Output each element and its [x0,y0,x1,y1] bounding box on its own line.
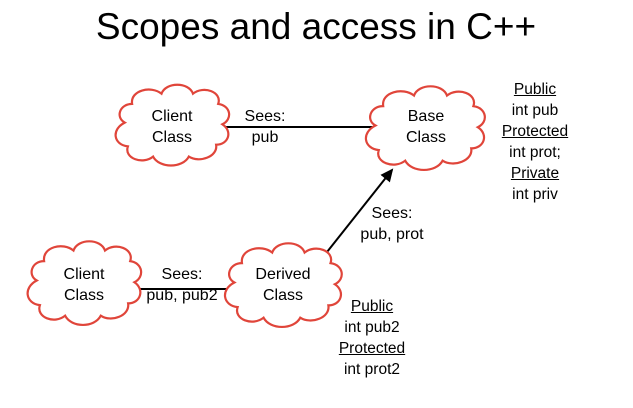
base-public-heading: Public [513,81,557,98]
derived-protected-heading: Protected [338,340,406,357]
node-base-line2: Class [405,129,447,146]
edge-client-top-base-line2: pub [251,129,279,146]
edge-client-top-base-line1: Sees: [244,108,286,125]
derived-access-list: Public int pub2 Protected int prot2 [339,296,405,380]
base-private-heading: Private [510,165,560,182]
node-client-bottom-label: Client Class [64,264,105,306]
node-base-line1: Base [407,108,445,125]
edge-client-bottom-derived-line1: Sees: [161,266,203,283]
node-client-top-label: Client Class [152,106,193,148]
base-private-member: int priv [512,186,558,203]
cloud-client-bottom [28,241,142,325]
edge-client-bottom-derived-label: Sees: pub, pub2 [146,264,217,306]
edge-client-top-base-label: Sees: pub [245,106,286,148]
base-public-member: int pub [511,102,559,119]
diagram-title: Scopes and access in C++ [95,6,537,47]
derived-protected-member: int prot2 [343,361,401,378]
node-client-bottom-line1: Client [63,266,105,283]
cloud-derived [225,243,342,327]
base-access-list: Public int pub Protected int prot; Priva… [502,79,568,205]
edge-derived-base-line2: pub, prot [360,226,424,243]
node-derived-label: Derived Class [255,264,310,306]
node-base-label: Base Class [406,106,446,148]
base-protected-member: int prot; [509,144,561,161]
edge-client-bottom-derived-line2: pub, pub2 [146,287,218,304]
node-derived-line2: Class [262,287,304,304]
base-protected-heading: Protected [501,123,569,140]
edge-derived-base-label: Sees: pub, prot [360,203,423,245]
derived-public-member: int pub2 [344,319,400,336]
derived-public-heading: Public [350,298,394,315]
node-derived-line1: Derived [255,266,311,283]
cloud-base [366,86,485,170]
node-client-top-line2: Class [151,129,192,146]
node-client-top-line1: Client [151,108,193,125]
node-client-bottom-line2: Class [63,287,104,304]
cloud-client-top [116,85,230,166]
edge-derived-base-line1: Sees: [371,205,413,222]
edge-derived-to-base [326,168,394,253]
